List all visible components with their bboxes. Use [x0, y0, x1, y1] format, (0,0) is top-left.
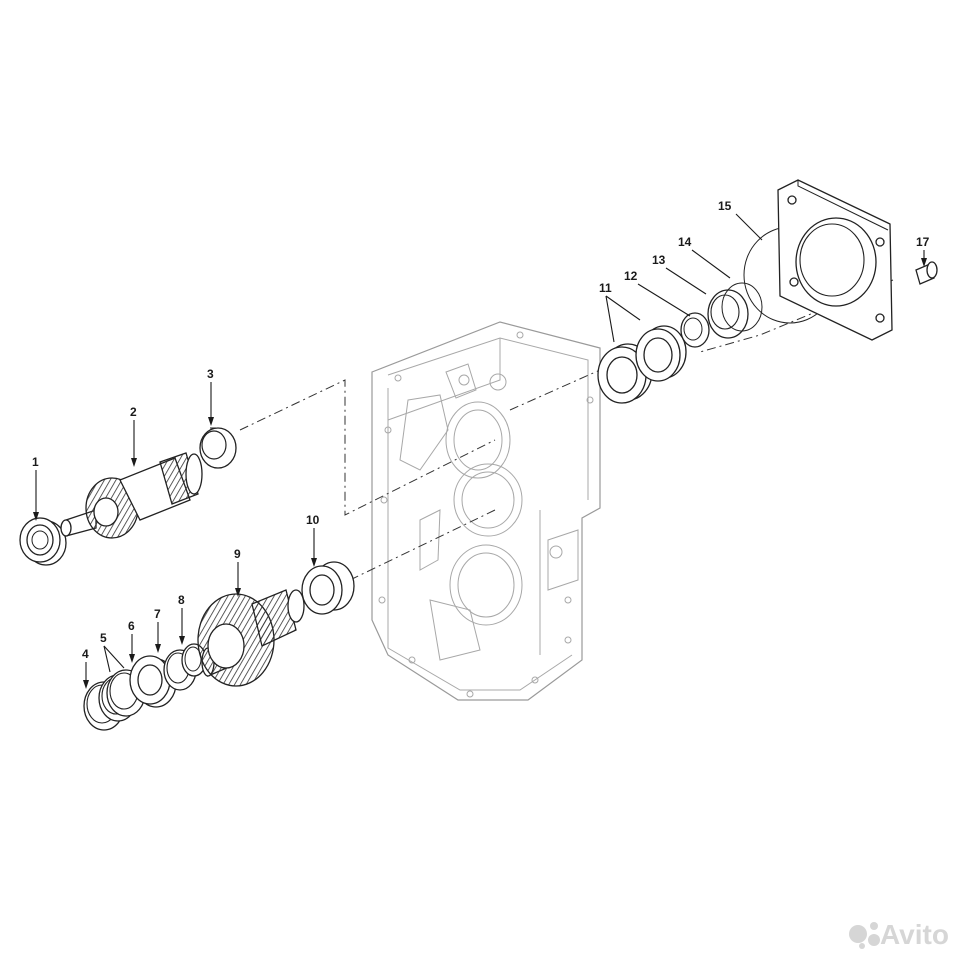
assembly-axis-lines: [239, 279, 894, 581]
part-10-bearing: [301, 561, 355, 615]
callout-6: 6: [128, 619, 135, 633]
part-11-bearings: [597, 325, 687, 404]
callout-17: 17: [916, 235, 930, 249]
callout-5: 5: [100, 631, 107, 645]
callout-13: 13: [652, 253, 666, 267]
callout-8: 8: [178, 593, 185, 607]
part-9-gear-cluster: [197, 589, 305, 687]
watermark-text: Avito: [880, 919, 949, 950]
callout-1: 1: [32, 455, 39, 469]
part-5-shims: [98, 669, 146, 722]
callout-4: 4: [82, 647, 89, 661]
callout-12: 12: [624, 269, 638, 283]
part-2-pinion-shaft: [60, 452, 203, 539]
part-17-bolt: [915, 261, 938, 285]
avito-watermark: Avito: [849, 919, 949, 950]
callout-3: 3: [207, 367, 214, 381]
part-12-nut: [680, 312, 710, 348]
callout-11: 11: [599, 281, 612, 295]
part-1-bearing: [19, 517, 67, 566]
callout-7: 7: [154, 607, 161, 621]
gearbox-housing: [371, 321, 601, 701]
callout-14: 14: [678, 235, 692, 249]
callout-2: 2: [130, 405, 137, 419]
callout-labels: 1 2 3 4 5 6 7 8 9 10 11 12 13 14 15 17: [32, 199, 930, 661]
cover-plate: [777, 179, 893, 341]
callout-9: 9: [234, 547, 241, 561]
avito-logo-icon: [849, 922, 880, 949]
part-13-seal: [707, 289, 749, 339]
callout-15: 15: [718, 199, 732, 213]
callout-leaders: [33, 213, 927, 689]
callout-10: 10: [306, 513, 320, 527]
part-3-snap-ring: [199, 427, 237, 469]
part-8-ring: [181, 643, 207, 677]
part-14-circlip: [721, 282, 763, 332]
